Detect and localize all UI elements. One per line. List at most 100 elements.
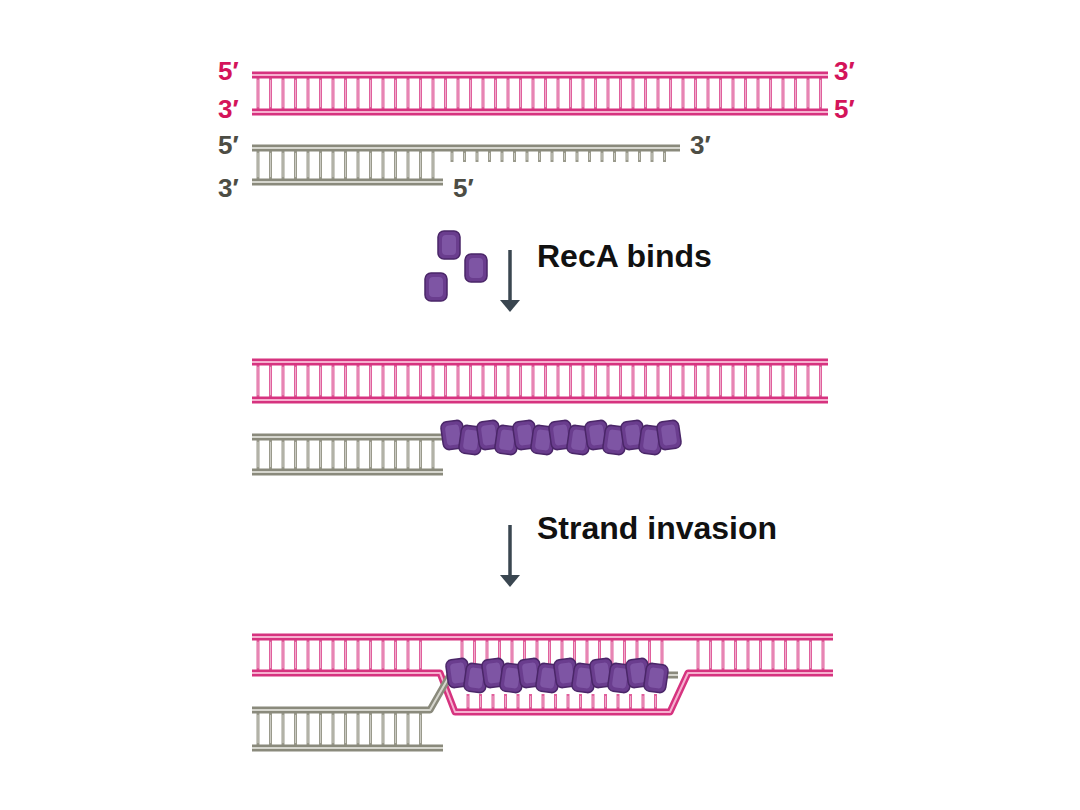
- base-pair: [769, 78, 772, 109]
- base-pair-highlight: [655, 696, 656, 707]
- base-pair-highlight: [358, 80, 359, 107]
- base-pair-highlight: [395, 80, 396, 107]
- base-pair: [269, 440, 272, 469]
- base-pair: [369, 78, 372, 109]
- base-pair: [494, 365, 497, 397]
- base-pair-highlight: [383, 442, 384, 467]
- base-pair: [369, 365, 372, 397]
- base-pair: [657, 78, 660, 109]
- base-pair: [344, 365, 347, 397]
- base-pair-highlight: [258, 715, 259, 743]
- base-pair: [382, 365, 385, 397]
- base-pair-highlight: [295, 80, 296, 107]
- base-pair: [307, 713, 310, 745]
- base-pair-highlight: [695, 367, 696, 395]
- base-pair: [519, 78, 522, 109]
- base-pair: [282, 713, 285, 745]
- base-pair: [819, 365, 822, 397]
- base-pair: [332, 151, 335, 179]
- base-pair-highlight: [283, 80, 284, 107]
- dna-strand: [252, 469, 443, 476]
- base-pair: [644, 365, 647, 397]
- base-pair: [257, 640, 260, 670]
- base-pair-highlight: [710, 642, 711, 668]
- base-pair: [294, 640, 297, 670]
- base-pair: [444, 365, 447, 397]
- base-pair-highlight: [583, 80, 584, 107]
- reca-highlight: [442, 235, 456, 255]
- base-pair: [407, 440, 410, 469]
- base-pair: [394, 640, 397, 670]
- base-pair-highlight: [552, 153, 553, 160]
- base-pair-highlight: [539, 153, 540, 160]
- base-pair: [507, 365, 510, 397]
- base-pair-highlight: [820, 367, 821, 395]
- base-pair: [382, 713, 385, 745]
- base-pair-highlight: [595, 80, 596, 107]
- base-pair-highlight: [670, 367, 671, 395]
- base-pair: [542, 694, 545, 709]
- reca-monomer: [465, 254, 487, 282]
- base-pair-highlight: [533, 80, 534, 107]
- base-pair-highlight: [395, 642, 396, 668]
- base-pair: [532, 365, 535, 397]
- base-pair: [719, 365, 722, 397]
- base-pair: [407, 78, 410, 109]
- reca-monomer: [643, 663, 669, 694]
- base-pair: [632, 365, 635, 397]
- base-pair-highlight: [577, 153, 578, 160]
- base-pair: [651, 151, 654, 162]
- base-pair-highlight: [820, 80, 821, 107]
- base-pair-highlight: [258, 153, 259, 177]
- base-pair: [463, 151, 466, 162]
- base-pair-highlight: [308, 367, 309, 395]
- base-pair-highlight: [433, 80, 434, 107]
- base-pair-highlight: [408, 80, 409, 107]
- dna-strand-highlight: [252, 471, 443, 473]
- strand-end-label: 5′: [218, 132, 239, 158]
- base-pair-highlight: [308, 153, 309, 177]
- base-pair-highlight: [520, 367, 521, 395]
- strand-end-label: 5′: [453, 175, 474, 201]
- dna-strand: [252, 179, 443, 186]
- base-pair-highlight: [395, 153, 396, 177]
- reca-body: [643, 663, 669, 694]
- dna-strand-highlight: [252, 399, 828, 401]
- base-pair-highlight: [568, 696, 569, 707]
- base-pair-highlight: [445, 367, 446, 395]
- base-pair-highlight: [570, 80, 571, 107]
- base-pair: [807, 365, 810, 397]
- base-pair-highlight: [770, 80, 771, 107]
- base-pair: [467, 694, 470, 709]
- base-pair-highlight: [645, 367, 646, 395]
- base-pair-highlight: [420, 442, 421, 467]
- base-pair-highlight: [627, 153, 628, 160]
- base-pair: [479, 694, 482, 709]
- base-pair-highlight: [652, 153, 653, 160]
- dna-strand: [252, 72, 828, 79]
- base-pair: [722, 640, 725, 670]
- base-pair: [607, 365, 610, 397]
- base-pair: [732, 78, 735, 109]
- base-pair: [282, 640, 285, 670]
- base-pair-highlight: [664, 153, 665, 160]
- reca-body: [425, 273, 447, 301]
- base-pair-highlight: [583, 367, 584, 395]
- base-pair: [357, 640, 360, 670]
- dna-strand: [252, 634, 833, 641]
- base-pair-highlight: [370, 80, 371, 107]
- base-pair: [579, 694, 582, 709]
- base-pair: [282, 365, 285, 397]
- base-pair-highlight: [580, 696, 581, 707]
- base-pair-highlight: [493, 696, 494, 707]
- base-pair: [394, 78, 397, 109]
- base-pair: [819, 78, 822, 109]
- base-pair-highlight: [408, 442, 409, 467]
- reca-monomer: [425, 273, 447, 301]
- base-pair: [319, 78, 322, 109]
- base-pair-highlight: [508, 367, 509, 395]
- base-pair: [407, 640, 410, 670]
- base-pair: [644, 78, 647, 109]
- base-pair: [642, 694, 645, 709]
- base-pair: [469, 365, 472, 397]
